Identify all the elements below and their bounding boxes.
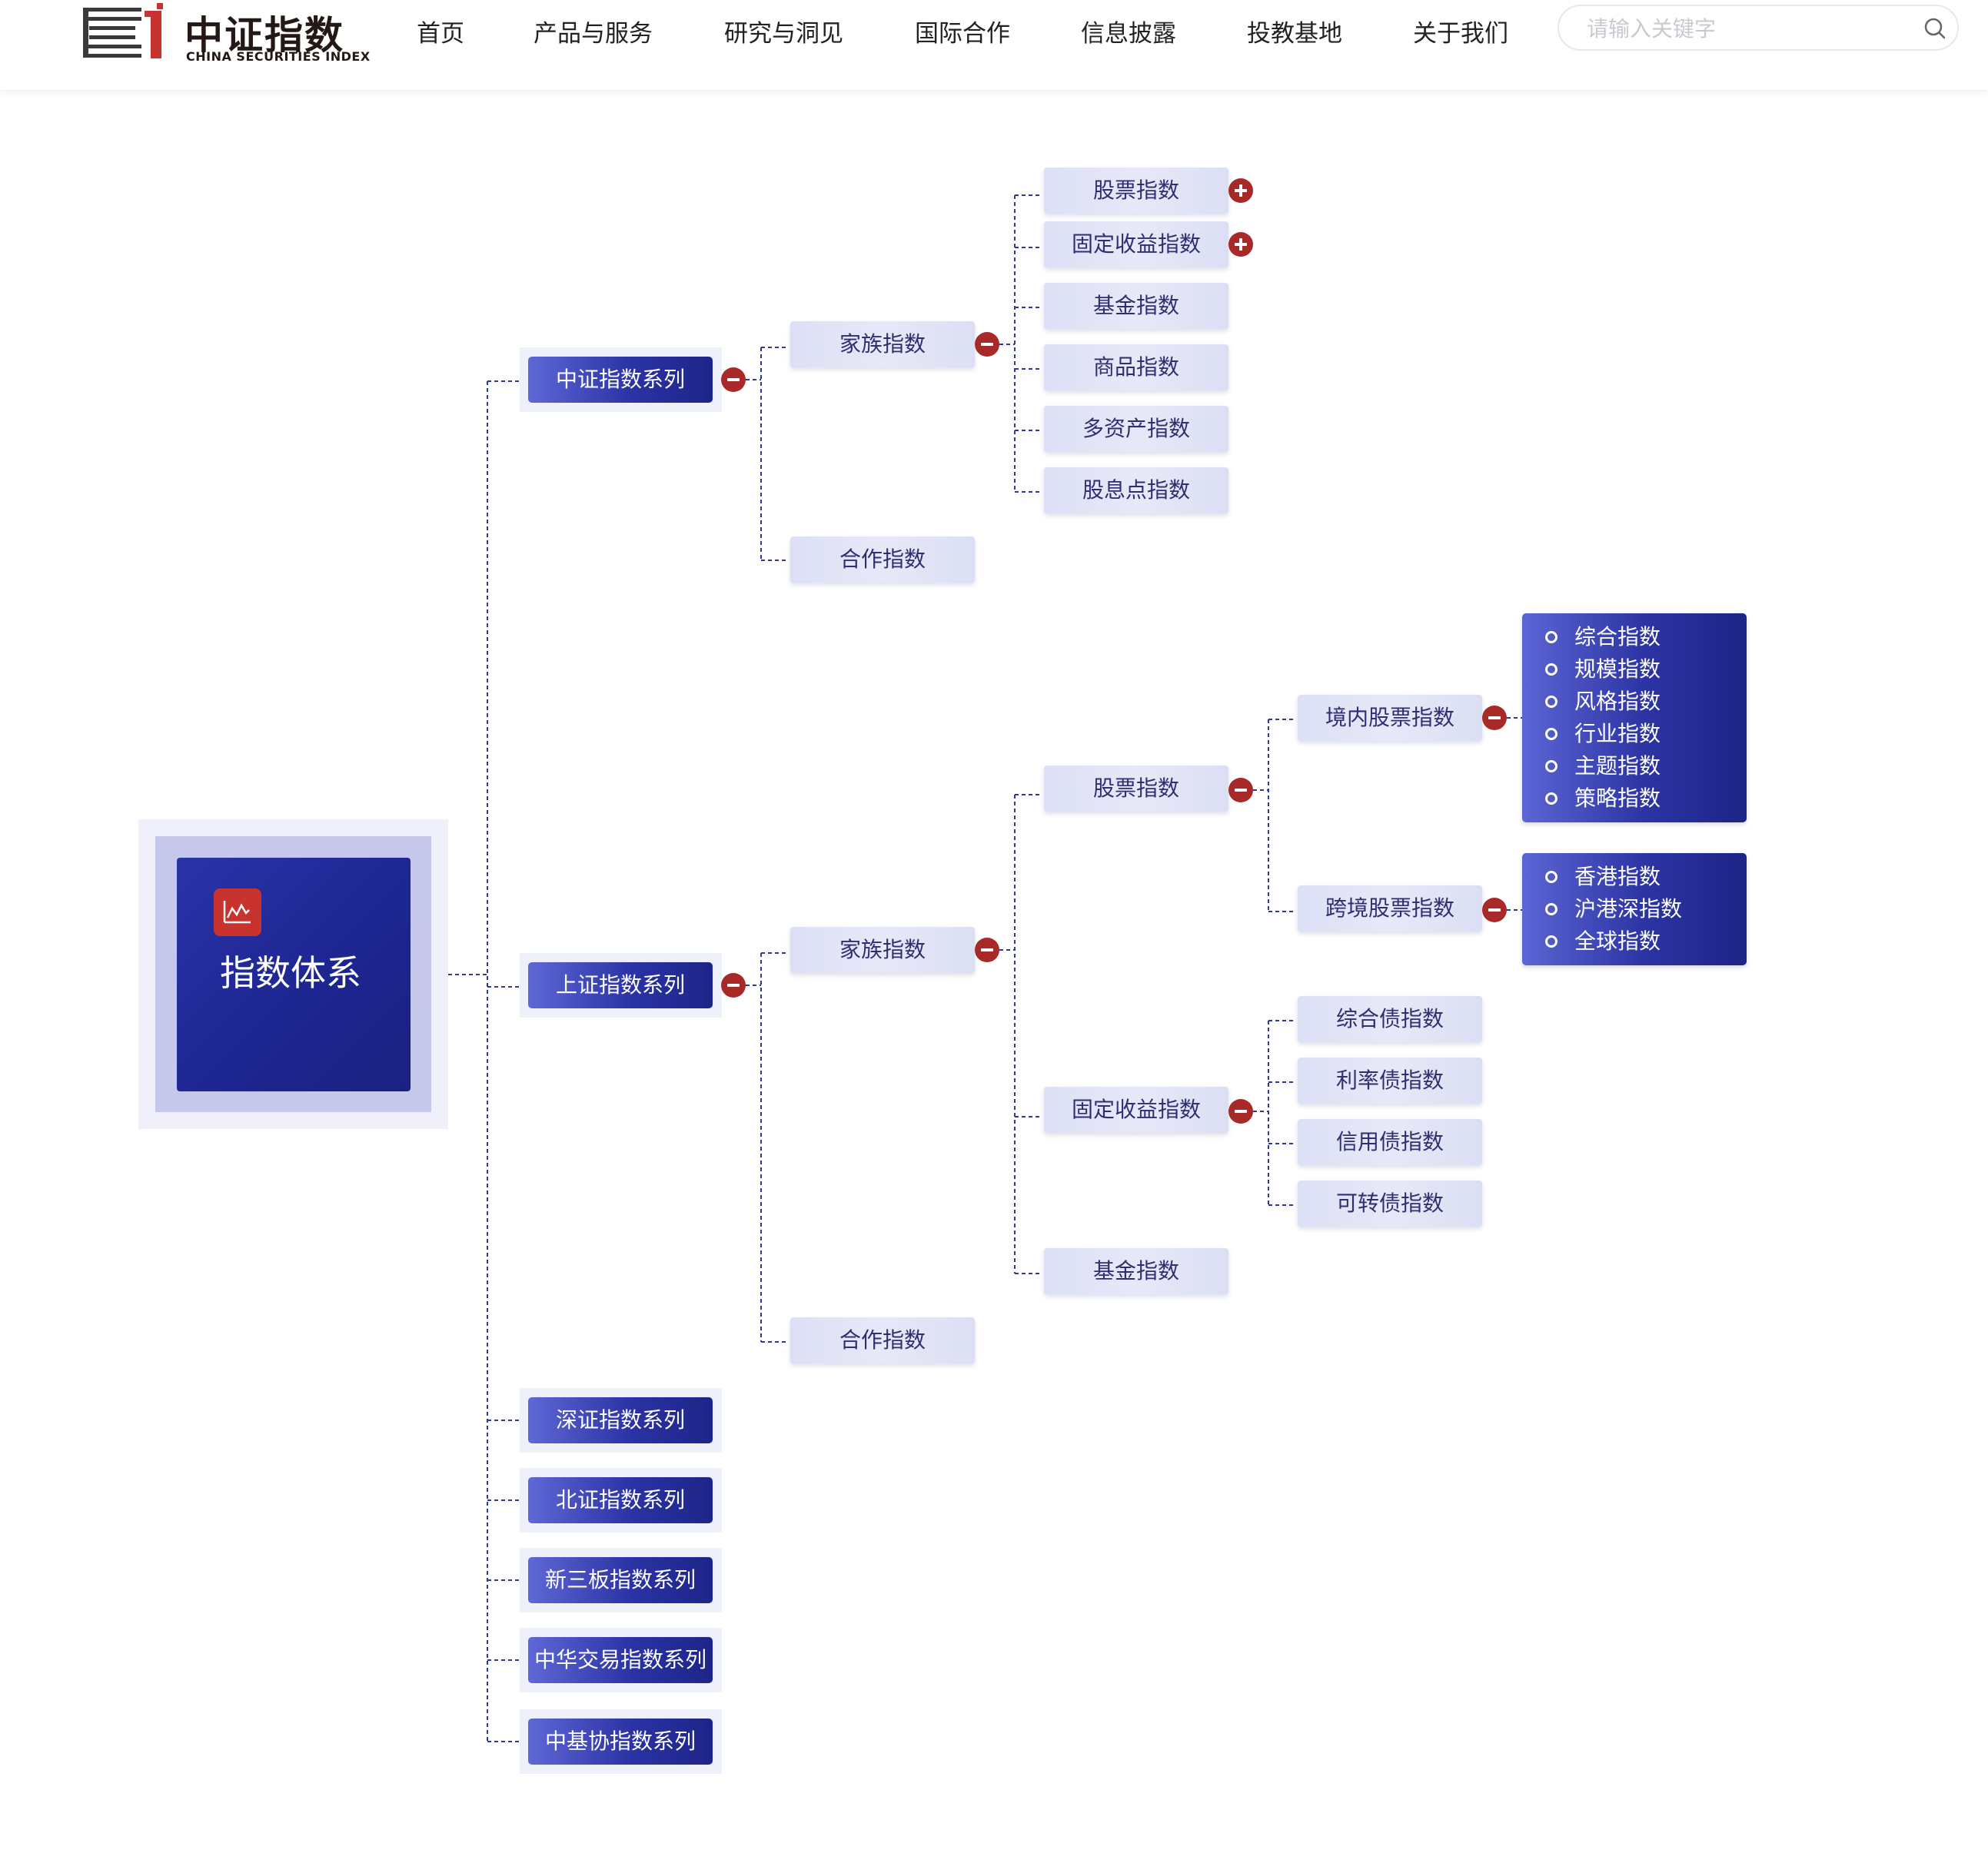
nav-international[interactable]: 国际合作 <box>915 20 1010 48</box>
series-csi[interactable]: 中证指数系列 <box>528 357 713 403</box>
collapse-sse-stock-toggle-icon[interactable] <box>1228 778 1253 802</box>
collapse-sse-family-toggle-icon[interactable] <box>975 938 999 962</box>
leaf-item[interactable]: 规模指数 <box>1545 653 1661 686</box>
collapse-sse-fixed-income-toggle-icon[interactable] <box>1228 1099 1253 1124</box>
csi-logo-icon <box>83 3 163 58</box>
leaf-item-label: 沪港深指数 <box>1574 896 1683 922</box>
search-box <box>1557 5 1959 51</box>
sse-rate-bond-node[interactable]: 利率债指数 <box>1298 1058 1482 1104</box>
search-input[interactable] <box>1585 12 1903 45</box>
series-sse[interactable]: 上证指数系列 <box>528 962 713 1008</box>
logo-english-text: CHINA SECURITIES INDEX <box>186 49 371 64</box>
leaf-item[interactable]: 沪港深指数 <box>1545 893 1682 925</box>
leaf-item-label: 香港指数 <box>1574 864 1661 889</box>
leaf-item-label: 行业指数 <box>1574 721 1661 746</box>
leaf-item[interactable]: 香港指数 <box>1545 861 1661 893</box>
series-szse[interactable]: 深证指数系列 <box>528 1397 713 1443</box>
collapse-crossborder-stock-toggle-icon[interactable] <box>1482 898 1507 922</box>
leaf-item-label: 综合指数 <box>1574 624 1661 649</box>
sse-composite-bond-node[interactable]: 综合债指数 <box>1298 996 1482 1042</box>
sse-crossborder-stock-node[interactable]: 跨境股票指数 <box>1298 885 1482 932</box>
site-logo[interactable]: 中证指数 CHINA SECURITIES INDEX <box>83 0 375 69</box>
leaf-item[interactable]: 行业指数 <box>1545 718 1661 750</box>
sse-credit-bond-node[interactable]: 信用债指数 <box>1298 1119 1482 1165</box>
csi-family-stock-node[interactable]: 股票指数 <box>1044 168 1228 214</box>
collapse-sse-toggle-icon[interactable] <box>721 973 746 998</box>
leaf-item[interactable]: 策略指数 <box>1545 782 1661 815</box>
bullet-circle-icon <box>1545 631 1557 643</box>
line-chart-icon <box>214 888 261 936</box>
series-bse[interactable]: 北证指数系列 <box>528 1477 713 1523</box>
csi-family-fixed-income-node[interactable]: 固定收益指数 <box>1044 221 1228 267</box>
bullet-circle-icon <box>1545 760 1557 772</box>
leaf-item[interactable]: 风格指数 <box>1545 686 1661 718</box>
bullet-circle-icon <box>1545 728 1557 740</box>
series-cesc[interactable]: 中华交易指数系列 <box>528 1637 713 1683</box>
csi-family-multi-asset-node[interactable]: 多资产指数 <box>1044 406 1228 452</box>
leaf-item-label: 风格指数 <box>1574 689 1661 714</box>
crossborder-stock-leaf-panel: 香港指数 沪港深指数 全球指数 <box>1522 853 1747 965</box>
sse-fixed-income-node[interactable]: 固定收益指数 <box>1044 1087 1228 1133</box>
bullet-circle-icon <box>1545 792 1557 805</box>
sse-cooperation-node[interactable]: 合作指数 <box>790 1317 975 1363</box>
csi-family-dividend-point-node[interactable]: 股息点指数 <box>1044 467 1228 513</box>
csi-family-fund-node[interactable]: 基金指数 <box>1044 283 1228 329</box>
leaf-item[interactable]: 主题指数 <box>1545 750 1661 782</box>
collapse-csi-family-toggle-icon[interactable] <box>975 332 999 357</box>
top-header: 中证指数 CHINA SECURITIES INDEX 首页 产品与服务 研究与… <box>0 0 1988 90</box>
leaf-item-label: 主题指数 <box>1574 753 1661 779</box>
series-neeq[interactable]: 新三板指数系列 <box>528 1557 713 1603</box>
nav-disclosure[interactable]: 信息披露 <box>1081 20 1176 48</box>
nav-investor-education[interactable]: 投教基地 <box>1247 20 1342 48</box>
leaf-item-label: 规模指数 <box>1574 656 1661 682</box>
bullet-circle-icon <box>1545 663 1557 676</box>
bullet-circle-icon <box>1545 903 1557 915</box>
bullet-circle-icon <box>1545 871 1557 883</box>
sse-domestic-stock-node[interactable]: 境内股票指数 <box>1298 695 1482 741</box>
sse-convertible-bond-node[interactable]: 可转债指数 <box>1298 1181 1482 1227</box>
nav-about-us[interactable]: 关于我们 <box>1413 20 1508 48</box>
sse-family-node[interactable]: 家族指数 <box>790 927 975 973</box>
search-icon[interactable] <box>1923 17 1946 40</box>
bullet-circle-icon <box>1545 935 1557 948</box>
nav-home[interactable]: 首页 <box>417 20 464 48</box>
collapse-csi-toggle-icon[interactable] <box>721 367 746 392</box>
bullet-circle-icon <box>1545 696 1557 708</box>
expand-stock-toggle-icon[interactable] <box>1228 178 1253 203</box>
collapse-domestic-stock-toggle-icon[interactable] <box>1482 706 1507 730</box>
expand-fixed-income-toggle-icon[interactable] <box>1228 232 1253 257</box>
nav-products-services[interactable]: 产品与服务 <box>534 20 653 48</box>
root-label: 指数体系 <box>220 952 361 994</box>
domestic-stock-leaf-panel: 综合指数 规模指数 风格指数 行业指数 主题指数 策略指数 <box>1522 613 1747 822</box>
series-amac[interactable]: 中基协指数系列 <box>528 1719 713 1765</box>
nav-research-insights[interactable]: 研究与洞见 <box>724 20 843 48</box>
csi-cooperation-node[interactable]: 合作指数 <box>790 536 975 583</box>
csi-family-commodity-node[interactable]: 商品指数 <box>1044 344 1228 390</box>
sse-fund-node[interactable]: 基金指数 <box>1044 1248 1228 1294</box>
leaf-item-label: 策略指数 <box>1574 785 1661 811</box>
sse-stock-node[interactable]: 股票指数 <box>1044 765 1228 812</box>
leaf-item[interactable]: 全球指数 <box>1545 925 1661 958</box>
leaf-item-label: 全球指数 <box>1574 928 1661 954</box>
csi-family-node[interactable]: 家族指数 <box>790 321 975 367</box>
logo-chinese-text: 中证指数 <box>185 13 344 58</box>
leaf-item[interactable]: 综合指数 <box>1545 621 1661 653</box>
root-node[interactable]: 指数体系 <box>177 858 411 1091</box>
